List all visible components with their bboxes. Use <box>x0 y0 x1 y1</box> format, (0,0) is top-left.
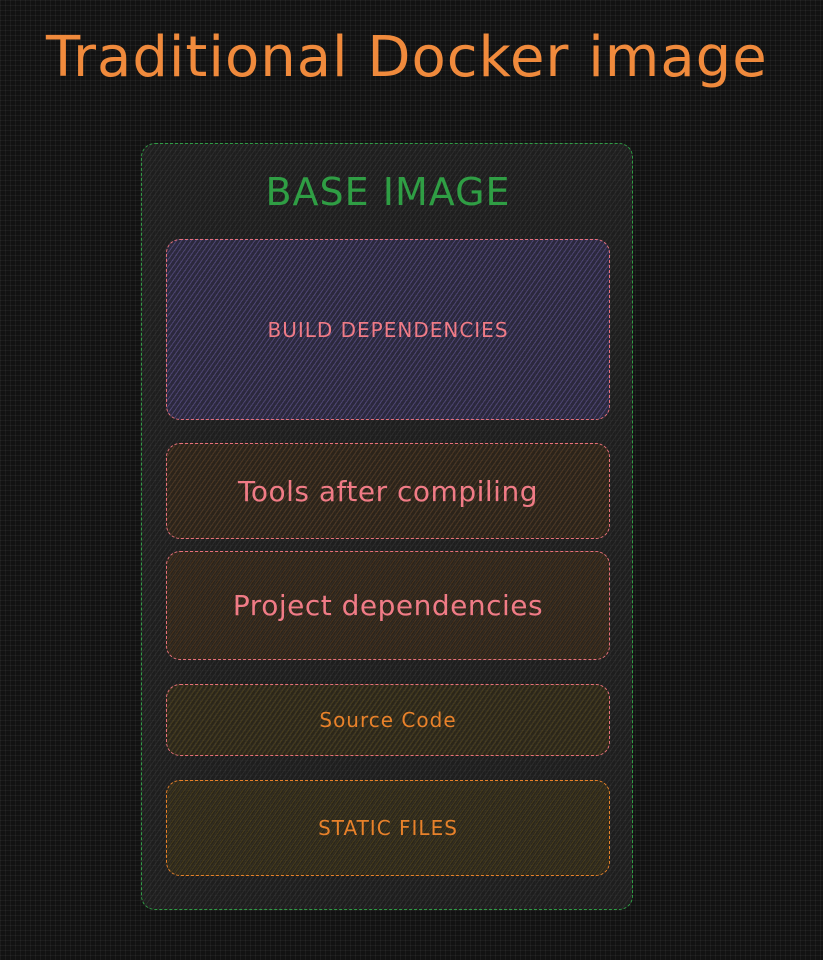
tools-after-compiling-layer: Tools after compiling <box>166 443 610 539</box>
project-dependencies-label: Project dependencies <box>232 589 544 622</box>
build-dependencies-label: BUILD DEPENDENCIES <box>267 317 509 342</box>
base-image-container: BASE IMAGE BUILD DEPENDENCIES Tools afte… <box>141 143 633 910</box>
build-dependencies-layer: BUILD DEPENDENCIES <box>166 239 610 420</box>
source-code-layer: Source Code <box>166 684 610 756</box>
static-files-layer: STATIC FILES <box>166 780 610 876</box>
tools-after-compiling-label: Tools after compiling <box>238 474 538 508</box>
static-files-label: STATIC FILES <box>318 816 458 840</box>
diagram-title: Traditional Docker image <box>46 25 768 90</box>
source-code-label: Source Code <box>319 708 457 732</box>
base-image-label: BASE IMAGE <box>265 170 511 214</box>
project-dependencies-layer: Project dependencies <box>166 551 610 660</box>
